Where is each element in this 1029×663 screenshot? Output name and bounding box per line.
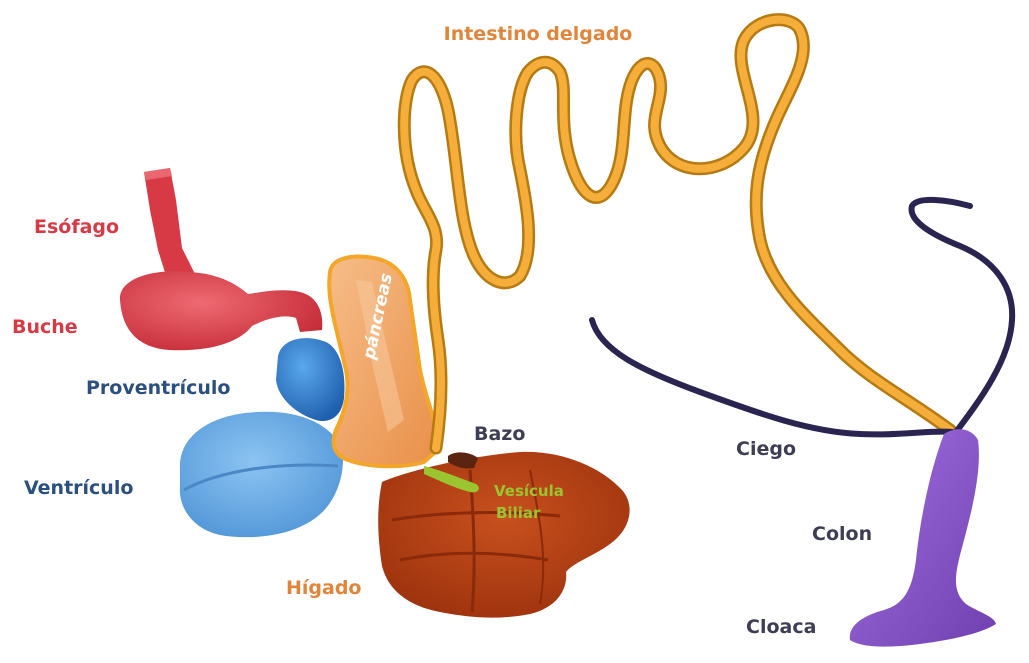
esophagus-shape [144, 168, 196, 282]
label-ventriculo: Ventrículo [24, 477, 133, 499]
label-bazo: Bazo [474, 423, 525, 445]
label-ciego: Ciego [736, 438, 796, 460]
crop-shape [120, 271, 322, 350]
label-higado: Hígado [286, 577, 362, 599]
label-vesicula: Vesícula [494, 482, 564, 500]
label-intestino-delgado: Intestino delgado [444, 23, 633, 45]
label-colon: Colon [812, 523, 872, 545]
label-biliar: Biliar [496, 504, 541, 522]
label-buche: Buche [12, 316, 78, 338]
label-proventriculo: Proventrículo [86, 377, 230, 399]
label-esofago: Esófago [34, 216, 119, 238]
proventriculus-shape [276, 338, 344, 421]
liver-shape [378, 452, 629, 618]
label-cloaca: Cloaca [746, 616, 816, 638]
ventriculus-shape [180, 412, 343, 537]
